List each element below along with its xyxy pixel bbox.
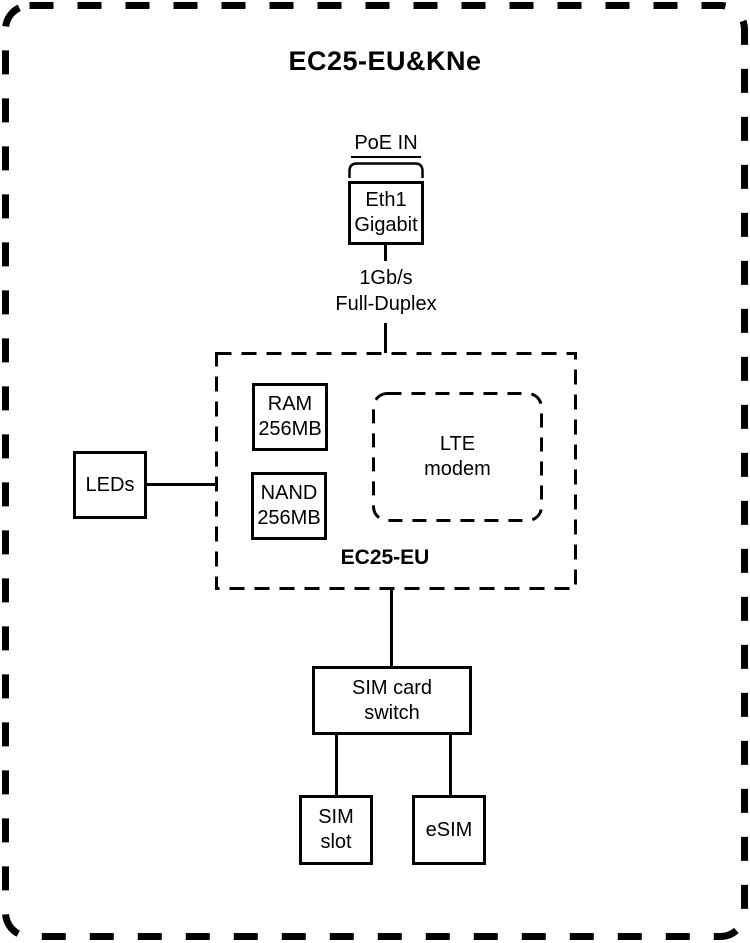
lte-label-line2: modem bbox=[424, 458, 491, 480]
nand-box: NAND 256MB bbox=[251, 472, 327, 540]
poe-in-label-text: PoE IN bbox=[351, 131, 421, 158]
nand-label-line1: NAND bbox=[260, 482, 318, 504]
ram-label-line1: RAM bbox=[267, 393, 313, 415]
esim-box: eSIM bbox=[412, 795, 486, 865]
eth1-label-line1: Eth1 bbox=[365, 189, 407, 211]
sim-card-switch-box: SIM card switch bbox=[312, 666, 472, 735]
ram-label-line2: 256MB bbox=[258, 418, 322, 440]
lte-modem-box: LTE modem bbox=[372, 392, 543, 522]
leds-label: LEDs bbox=[85, 473, 135, 496]
sim-switch-label-line1: SIM card bbox=[351, 676, 433, 699]
sim-switch-label-line2: switch bbox=[364, 701, 420, 724]
sim-slot-box: SIM slot bbox=[299, 795, 373, 865]
poe-in-label: PoE IN bbox=[316, 131, 456, 158]
ram-box: RAM 256MB bbox=[252, 383, 328, 451]
link-speed-label: 1Gb/s Full-Duplex bbox=[305, 261, 467, 323]
diagram-title: EC25-EU&KNe bbox=[288, 46, 482, 76]
eth1-label-line2: Gigabit bbox=[354, 214, 418, 236]
sim-slot-label-line2: slot bbox=[320, 831, 352, 853]
link-speed-line1: 1Gb/s bbox=[359, 267, 413, 289]
esim-label: eSIM bbox=[425, 818, 473, 841]
eth1-box: Eth1 Gigabit bbox=[348, 181, 424, 245]
nand-label-line2: 256MB bbox=[257, 507, 321, 529]
leds-box: LEDs bbox=[73, 451, 147, 519]
lte-label-line1: LTE bbox=[439, 433, 476, 455]
module-dashed-box bbox=[215, 352, 577, 590]
link-speed-line2: Full-Duplex bbox=[335, 293, 437, 315]
sim-slot-label-line1: SIM bbox=[318, 806, 354, 828]
poe-bracket bbox=[348, 162, 424, 178]
module-name-label: EC25-EU bbox=[340, 546, 430, 569]
